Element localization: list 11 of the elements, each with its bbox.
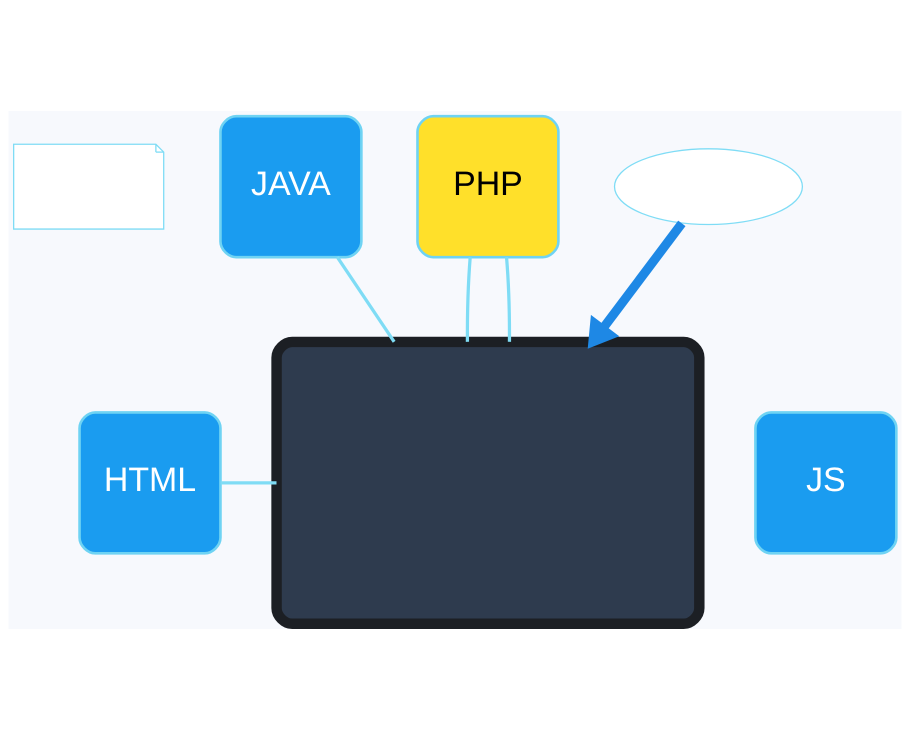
connector bbox=[336, 256, 396, 343]
node-box bbox=[271, 336, 705, 629]
node-box: JS bbox=[754, 411, 898, 555]
connector bbox=[220, 481, 276, 484]
node-box: HTML bbox=[78, 411, 222, 555]
connector bbox=[504, 257, 512, 342]
node-box: PHP bbox=[416, 114, 560, 258]
connector bbox=[466, 257, 472, 342]
node-box: JAVA bbox=[219, 114, 363, 258]
node-cloud bbox=[614, 148, 804, 226]
arrow bbox=[588, 220, 686, 349]
